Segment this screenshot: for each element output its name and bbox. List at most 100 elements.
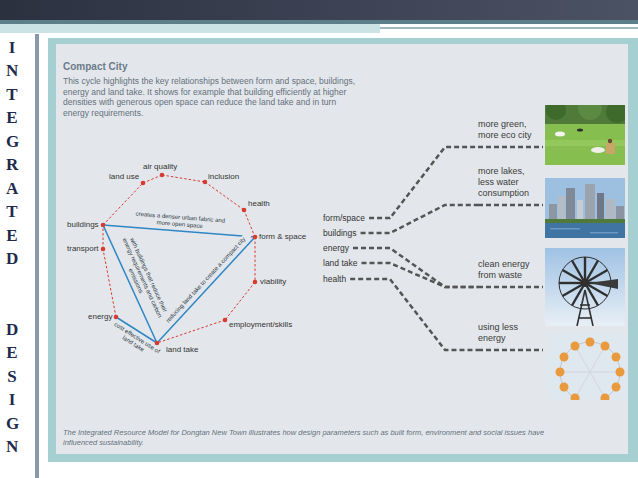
- node-dot: [223, 318, 228, 323]
- parameter-item: form/space: [322, 213, 366, 223]
- vertical-heading: INTEGRATED: [6, 36, 18, 271]
- photo-person: [608, 139, 612, 143]
- node-label: more lakes, less water consumption: [478, 166, 540, 199]
- parameter-item: energy: [322, 243, 350, 253]
- node-label: health: [248, 199, 270, 209]
- edge-label: reducing land take to create a compact c…: [160, 231, 252, 330]
- spoke: [575, 372, 590, 398]
- gondolas: [556, 338, 625, 401]
- edge-label: creates a denser urban fabric and more o…: [132, 210, 228, 231]
- cycle-node: viability: [259, 277, 287, 287]
- gondola: [616, 368, 625, 377]
- accent-stripe: [0, 20, 638, 24]
- gondola: [571, 342, 580, 351]
- photo-ripple: [550, 228, 580, 230]
- node-dot: [160, 173, 165, 178]
- node-label: land take: [323, 258, 358, 268]
- node-label: buildings: [323, 228, 357, 238]
- cycle-node: land use: [108, 172, 140, 182]
- node-label: land use: [109, 172, 139, 182]
- leader-line: [478, 286, 543, 289]
- node-label: transport: [67, 244, 99, 254]
- photo-tree: [546, 105, 566, 120]
- cycle-node: form & space: [258, 232, 307, 242]
- node-label: health: [323, 274, 346, 284]
- node-dot: [242, 208, 247, 213]
- outcome-label: clean energy from waste: [478, 259, 540, 287]
- parameter-item: health: [322, 274, 347, 284]
- photo-chair: [606, 143, 615, 154]
- accent-band: [0, 24, 380, 33]
- park-photo: [545, 105, 625, 165]
- node-label: air quality: [143, 162, 177, 172]
- windmill-vane: [589, 279, 618, 289]
- cycle-node: land take: [165, 345, 199, 355]
- node-dot: [101, 247, 106, 252]
- photo-person: [591, 147, 605, 153]
- gondola: [612, 353, 621, 362]
- photo-sky: [545, 178, 625, 238]
- gondola: [601, 342, 610, 351]
- vertical-heading: DESIGN: [6, 318, 18, 459]
- cycle-node: energy: [87, 312, 113, 322]
- photo-building: [606, 199, 615, 222]
- leader-extensions: [478, 147, 543, 350]
- edge-label: cost effective use of land take: [108, 320, 163, 362]
- intro-paragraph: This cycle highlights the key relationsh…: [63, 76, 358, 118]
- photo-person: [555, 132, 565, 137]
- photo-building: [566, 188, 575, 222]
- outcome-label: more green, more eco city: [478, 119, 540, 147]
- photo-sky: [545, 248, 625, 326]
- node-label: land take: [166, 345, 198, 355]
- photo-grass: [545, 124, 625, 165]
- node-dot: [253, 235, 258, 240]
- cycle-link: [143, 175, 162, 183]
- ferris-wheel-photo: [545, 333, 625, 400]
- gondola: [571, 394, 580, 401]
- node-label: form/space: [323, 213, 365, 223]
- outcome-label: more lakes, less water consumption: [478, 166, 540, 205]
- wheel-rim: [560, 342, 620, 400]
- photo-building: [558, 196, 565, 222]
- node-label: energy: [323, 243, 349, 253]
- panel: [56, 44, 628, 454]
- outcome-label: using less energy: [478, 322, 540, 350]
- cycle-link: [162, 175, 205, 182]
- node-label: viability: [260, 277, 286, 287]
- diagram-caption: The Integrated Resource Model for Dongta…: [63, 428, 568, 447]
- node-label: clean energy from waste: [478, 259, 540, 281]
- city-lake-photo: [545, 178, 625, 238]
- photo-tree: [578, 105, 602, 120]
- cycle-link: [255, 237, 256, 282]
- node-label: buildings: [67, 220, 99, 230]
- gondola: [612, 383, 621, 392]
- gondola: [601, 394, 610, 401]
- parameter-item: land take: [322, 258, 359, 268]
- cycle-node: employment/skills: [228, 320, 293, 330]
- panel-frame: [48, 38, 638, 462]
- spoke: [590, 346, 605, 372]
- leader-line: [478, 204, 543, 207]
- node-dot: [141, 181, 146, 186]
- photo-person: [577, 129, 583, 132]
- leader-line: [478, 349, 543, 352]
- cycle-node: health: [247, 199, 271, 209]
- wheel-spokes: [560, 346, 620, 398]
- flow-link: [369, 147, 478, 218]
- node-label: using less energy: [478, 322, 540, 344]
- accent-line: [380, 27, 638, 29]
- gondola: [586, 338, 595, 347]
- photo-building: [597, 193, 604, 222]
- photo-building: [585, 184, 595, 222]
- tower-brace: [578, 317, 592, 319]
- cycle-node: buildings: [66, 220, 100, 230]
- node-label: form & space: [259, 232, 306, 242]
- cycle-link: [225, 282, 255, 320]
- spoke: [590, 372, 605, 398]
- node-label: employment/skills: [229, 320, 292, 330]
- windmill-hub: [581, 279, 589, 287]
- flow-link: [353, 248, 478, 287]
- node-dot: [155, 341, 160, 346]
- diagram-title: Compact City: [63, 61, 127, 72]
- cycle-link: [103, 249, 116, 317]
